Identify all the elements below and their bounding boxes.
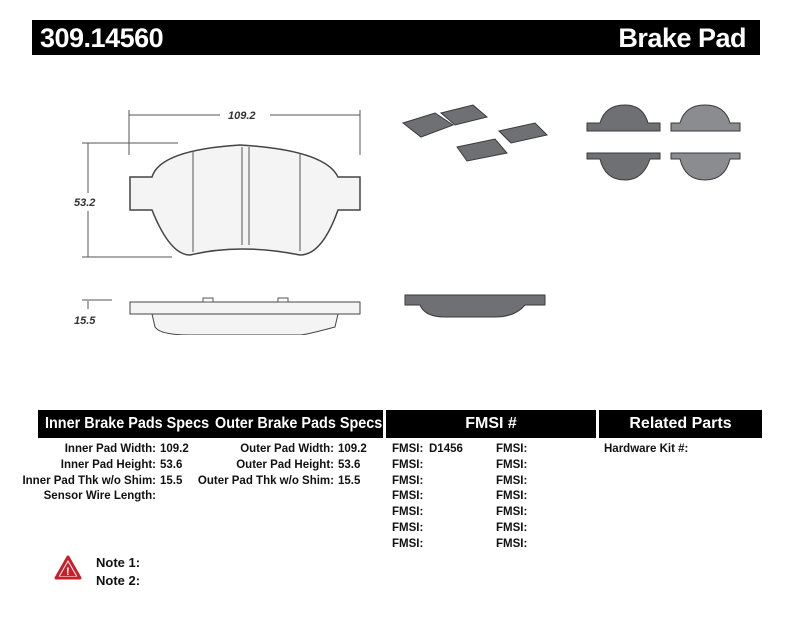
pad-photo — [670, 104, 741, 132]
outer-spec-label: Outer Pad Thk w/o Shim: — [197, 474, 334, 487]
inner-specs-header: Inner Brake Pads Specs — [45, 415, 210, 432]
note-2: Note 2: — [96, 573, 141, 588]
fmsi-label: FMSI: — [392, 443, 424, 455]
specs-header: Inner Brake Pads Specs Outer Brake Pads … — [38, 410, 383, 438]
inner-spec-value: 15.5 — [160, 474, 183, 487]
pad-photo — [401, 112, 455, 138]
product-photos — [401, 104, 741, 318]
fmsi-label: FMSI: — [392, 537, 424, 550]
fmsi-label: FMSI: — [392, 474, 424, 487]
pad-photo — [670, 152, 741, 181]
outer-spec-label: Outer Pad Width: — [240, 443, 334, 455]
fmsi-label: FMSI: — [496, 490, 528, 503]
fmsi-label: FMSI: — [392, 506, 424, 519]
inner-spec-label: Inner Pad Height: — [60, 458, 156, 471]
header-bar: 309.14560 Brake Pad — [32, 20, 760, 55]
fmsi-value: D1456 — [429, 443, 463, 455]
pad-photo — [439, 104, 489, 126]
inner-spec-label: Inner Pad Thk w/o Shim: — [22, 474, 156, 487]
warning-triangle-icon: ! — [54, 555, 82, 580]
fmsi-label: FMSI: — [392, 522, 424, 534]
fmsi-label: FMSI: — [496, 537, 528, 550]
inner-spec-value: 109.2 — [160, 443, 189, 455]
fmsi-label: FMSI: — [496, 522, 528, 534]
hardware-kit-label: Hardware Kit #: — [604, 443, 689, 455]
pad-photo — [498, 122, 548, 144]
note-1: Note 1: — [96, 555, 141, 570]
outer-spec-label: Outer Pad Height: — [236, 458, 334, 471]
thickness-dimension: 15.5 — [74, 315, 96, 327]
outer-specs-header: Outer Brake Pads Specs — [215, 415, 383, 432]
part-number: 309.14560 — [40, 23, 164, 53]
width-dimension: 109.2 — [228, 110, 256, 122]
height-dimension: 53.2 — [74, 197, 95, 209]
outer-spec-value: 109.2 — [338, 443, 367, 455]
inner-spec-label: Sensor Wire Length: — [43, 490, 156, 503]
related-parts-header: Related Parts — [599, 410, 762, 438]
inner-spec-value: 53.6 — [160, 458, 183, 471]
fmsi-label: FMSI: — [496, 474, 528, 487]
pad-side-photo — [404, 294, 546, 318]
svg-text:!: ! — [66, 566, 70, 578]
fmsi-label: FMSI: — [392, 458, 424, 471]
fmsi-label: FMSI: — [496, 506, 528, 519]
pad-photo — [456, 138, 508, 162]
outer-spec-value: 53.6 — [338, 458, 361, 471]
product-title: Brake Pad — [618, 23, 746, 53]
pad-drawing: 109.2 53.2 15.5 — [74, 110, 361, 335]
outer-spec-value: 15.5 — [338, 474, 361, 487]
inner-spec-label: Inner Pad Width: — [64, 443, 156, 455]
fmsi-label: FMSI: — [496, 458, 528, 471]
fmsi-header: FMSI # — [386, 410, 596, 438]
pad-photo — [586, 104, 661, 132]
fmsi-label: FMSI: — [496, 443, 528, 455]
fmsi-label: FMSI: — [392, 490, 424, 503]
pad-photo — [586, 152, 661, 181]
